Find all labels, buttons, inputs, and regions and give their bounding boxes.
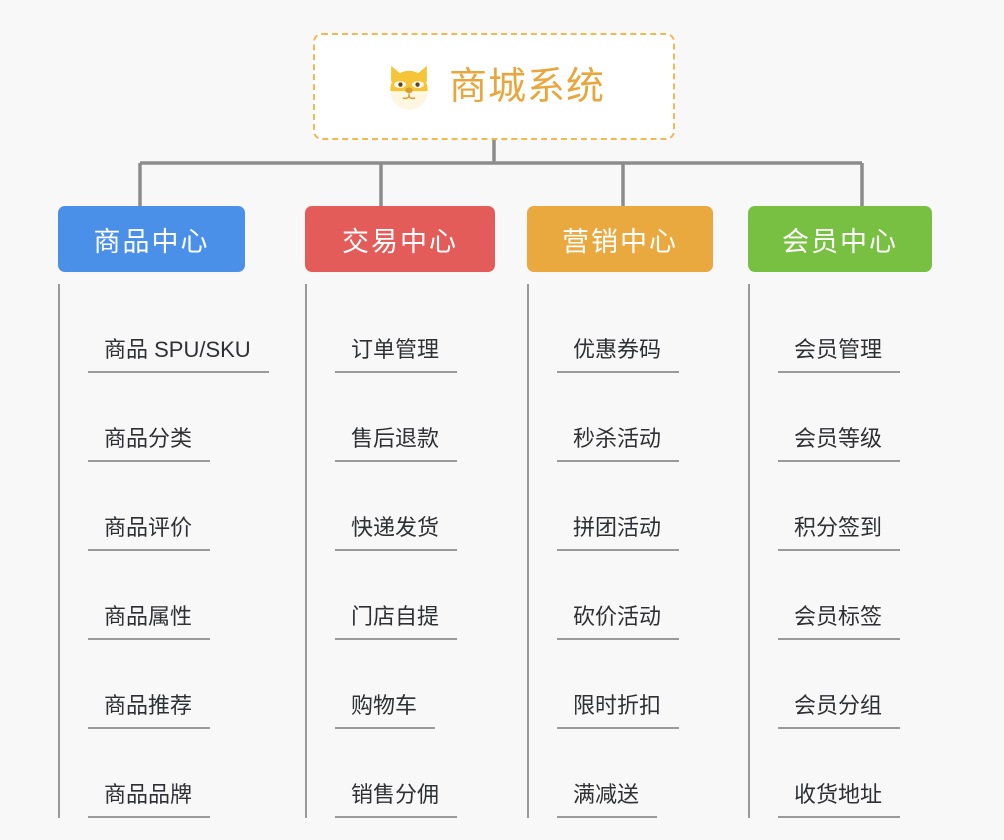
- leaf-item-label: 商品分类: [88, 426, 211, 462]
- leaf-item-label: 会员标签: [778, 604, 901, 640]
- leaf-list-marketing-center: 优惠券码秒杀活动拼团活动砍价活动限时折扣满减送: [527, 284, 713, 818]
- leaf-item-label: 收货地址: [778, 782, 901, 818]
- leaf-item-label: 积分签到: [778, 515, 901, 551]
- leaf-item-label: 商品 SPU/SKU: [88, 337, 269, 373]
- leaf-item[interactable]: 砍价活动: [543, 551, 713, 640]
- leaf-item[interactable]: 优惠券码: [543, 284, 713, 373]
- leaf-item[interactable]: 商品推荐: [74, 640, 269, 729]
- leaf-item[interactable]: 积分签到: [764, 462, 932, 551]
- leaf-list-product-center: 商品 SPU/SKU 商品分类商品评价商品属性商品推荐商品品牌: [58, 284, 269, 818]
- leaf-item-label: 销售分佣: [335, 782, 458, 818]
- leaf-item[interactable]: 满减送: [543, 729, 713, 818]
- leaf-item[interactable]: 商品属性: [74, 551, 269, 640]
- leaf-item-label: 会员管理: [778, 337, 901, 373]
- leaf-item-label: 门店自提: [335, 604, 458, 640]
- leaf-item[interactable]: 销售分佣: [321, 729, 495, 818]
- leaf-item-label: 满减送: [557, 782, 658, 818]
- shiba-dog-face-icon: [390, 65, 428, 110]
- category-header-label: 会员中心: [782, 226, 898, 257]
- category-column-marketing-center: 营销中心优惠券码秒杀活动拼团活动砍价活动限时折扣满减送: [527, 206, 713, 818]
- category-header-label: 交易中心: [342, 226, 458, 257]
- leaf-item[interactable]: 限时折扣: [543, 640, 713, 729]
- leaf-item[interactable]: 商品分类: [74, 373, 269, 462]
- category-column-member-center: 会员中心会员管理会员等级积分签到会员标签会员分组收货地址: [748, 206, 932, 818]
- category-header-trade-center[interactable]: 交易中心: [305, 206, 495, 272]
- leaf-item-label: 优惠券码: [557, 337, 680, 373]
- category-header-member-center[interactable]: 会员中心: [748, 206, 932, 272]
- leaf-item-label: 限时折扣: [557, 693, 680, 729]
- leaf-list-trade-center: 订单管理售后退款快递发货门店自提购物车销售分佣: [305, 284, 495, 818]
- leaf-item-label: 商品品牌: [88, 782, 211, 818]
- root-node-content: 商城系统: [383, 61, 605, 113]
- leaf-item[interactable]: 会员管理: [764, 284, 932, 373]
- leaf-item[interactable]: 会员等级: [764, 373, 932, 462]
- leaf-item-label: 商品属性: [88, 604, 211, 640]
- leaf-item-label: 会员分组: [778, 693, 901, 729]
- leaf-item-label: 售后退款: [335, 426, 458, 462]
- category-column-product-center: 商品中心商品 SPU/SKU 商品分类商品评价商品属性商品推荐商品品牌: [58, 206, 269, 818]
- leaf-item-label: 砍价活动: [557, 604, 680, 640]
- category-header-marketing-center[interactable]: 营销中心: [527, 206, 713, 272]
- root-title: 商城系统: [448, 65, 605, 108]
- leaf-item[interactable]: 订单管理: [321, 284, 495, 373]
- category-header-product-center[interactable]: 商品中心: [58, 206, 245, 272]
- leaf-item[interactable]: 商品 SPU/SKU: [74, 284, 269, 373]
- leaf-item[interactable]: 收货地址: [764, 729, 932, 818]
- leaf-item-label: 秒杀活动: [557, 426, 680, 462]
- leaf-item[interactable]: 会员标签: [764, 551, 932, 640]
- leaf-item-label: 拼团活动: [557, 515, 680, 551]
- leaf-item[interactable]: 秒杀活动: [543, 373, 713, 462]
- category-header-label: 商品中心: [93, 226, 210, 257]
- leaf-item-label: 商品评价: [88, 515, 211, 551]
- leaf-item[interactable]: 会员分组: [764, 640, 932, 729]
- leaf-list-member-center: 会员管理会员等级积分签到会员标签会员分组收货地址: [748, 284, 932, 818]
- leaf-item[interactable]: 购物车: [321, 640, 495, 729]
- leaf-item[interactable]: 商品评价: [74, 462, 269, 551]
- category-header-label: 营销中心: [562, 226, 678, 257]
- leaf-item-label: 订单管理: [335, 337, 458, 373]
- leaf-item-label: 会员等级: [778, 426, 901, 462]
- leaf-item-label: 快递发货: [335, 515, 458, 551]
- leaf-item[interactable]: 商品品牌: [74, 729, 269, 818]
- leaf-item[interactable]: 拼团活动: [543, 462, 713, 551]
- leaf-item[interactable]: 售后退款: [321, 373, 495, 462]
- leaf-item[interactable]: 门店自提: [321, 551, 495, 640]
- leaf-item[interactable]: 快递发货: [321, 462, 495, 551]
- leaf-item-label: 购物车: [335, 693, 436, 729]
- leaf-item-label: 商品推荐: [88, 693, 211, 729]
- root-node[interactable]: 商城系统: [313, 33, 675, 140]
- category-column-trade-center: 交易中心订单管理售后退款快递发货门店自提购物车销售分佣: [305, 206, 495, 818]
